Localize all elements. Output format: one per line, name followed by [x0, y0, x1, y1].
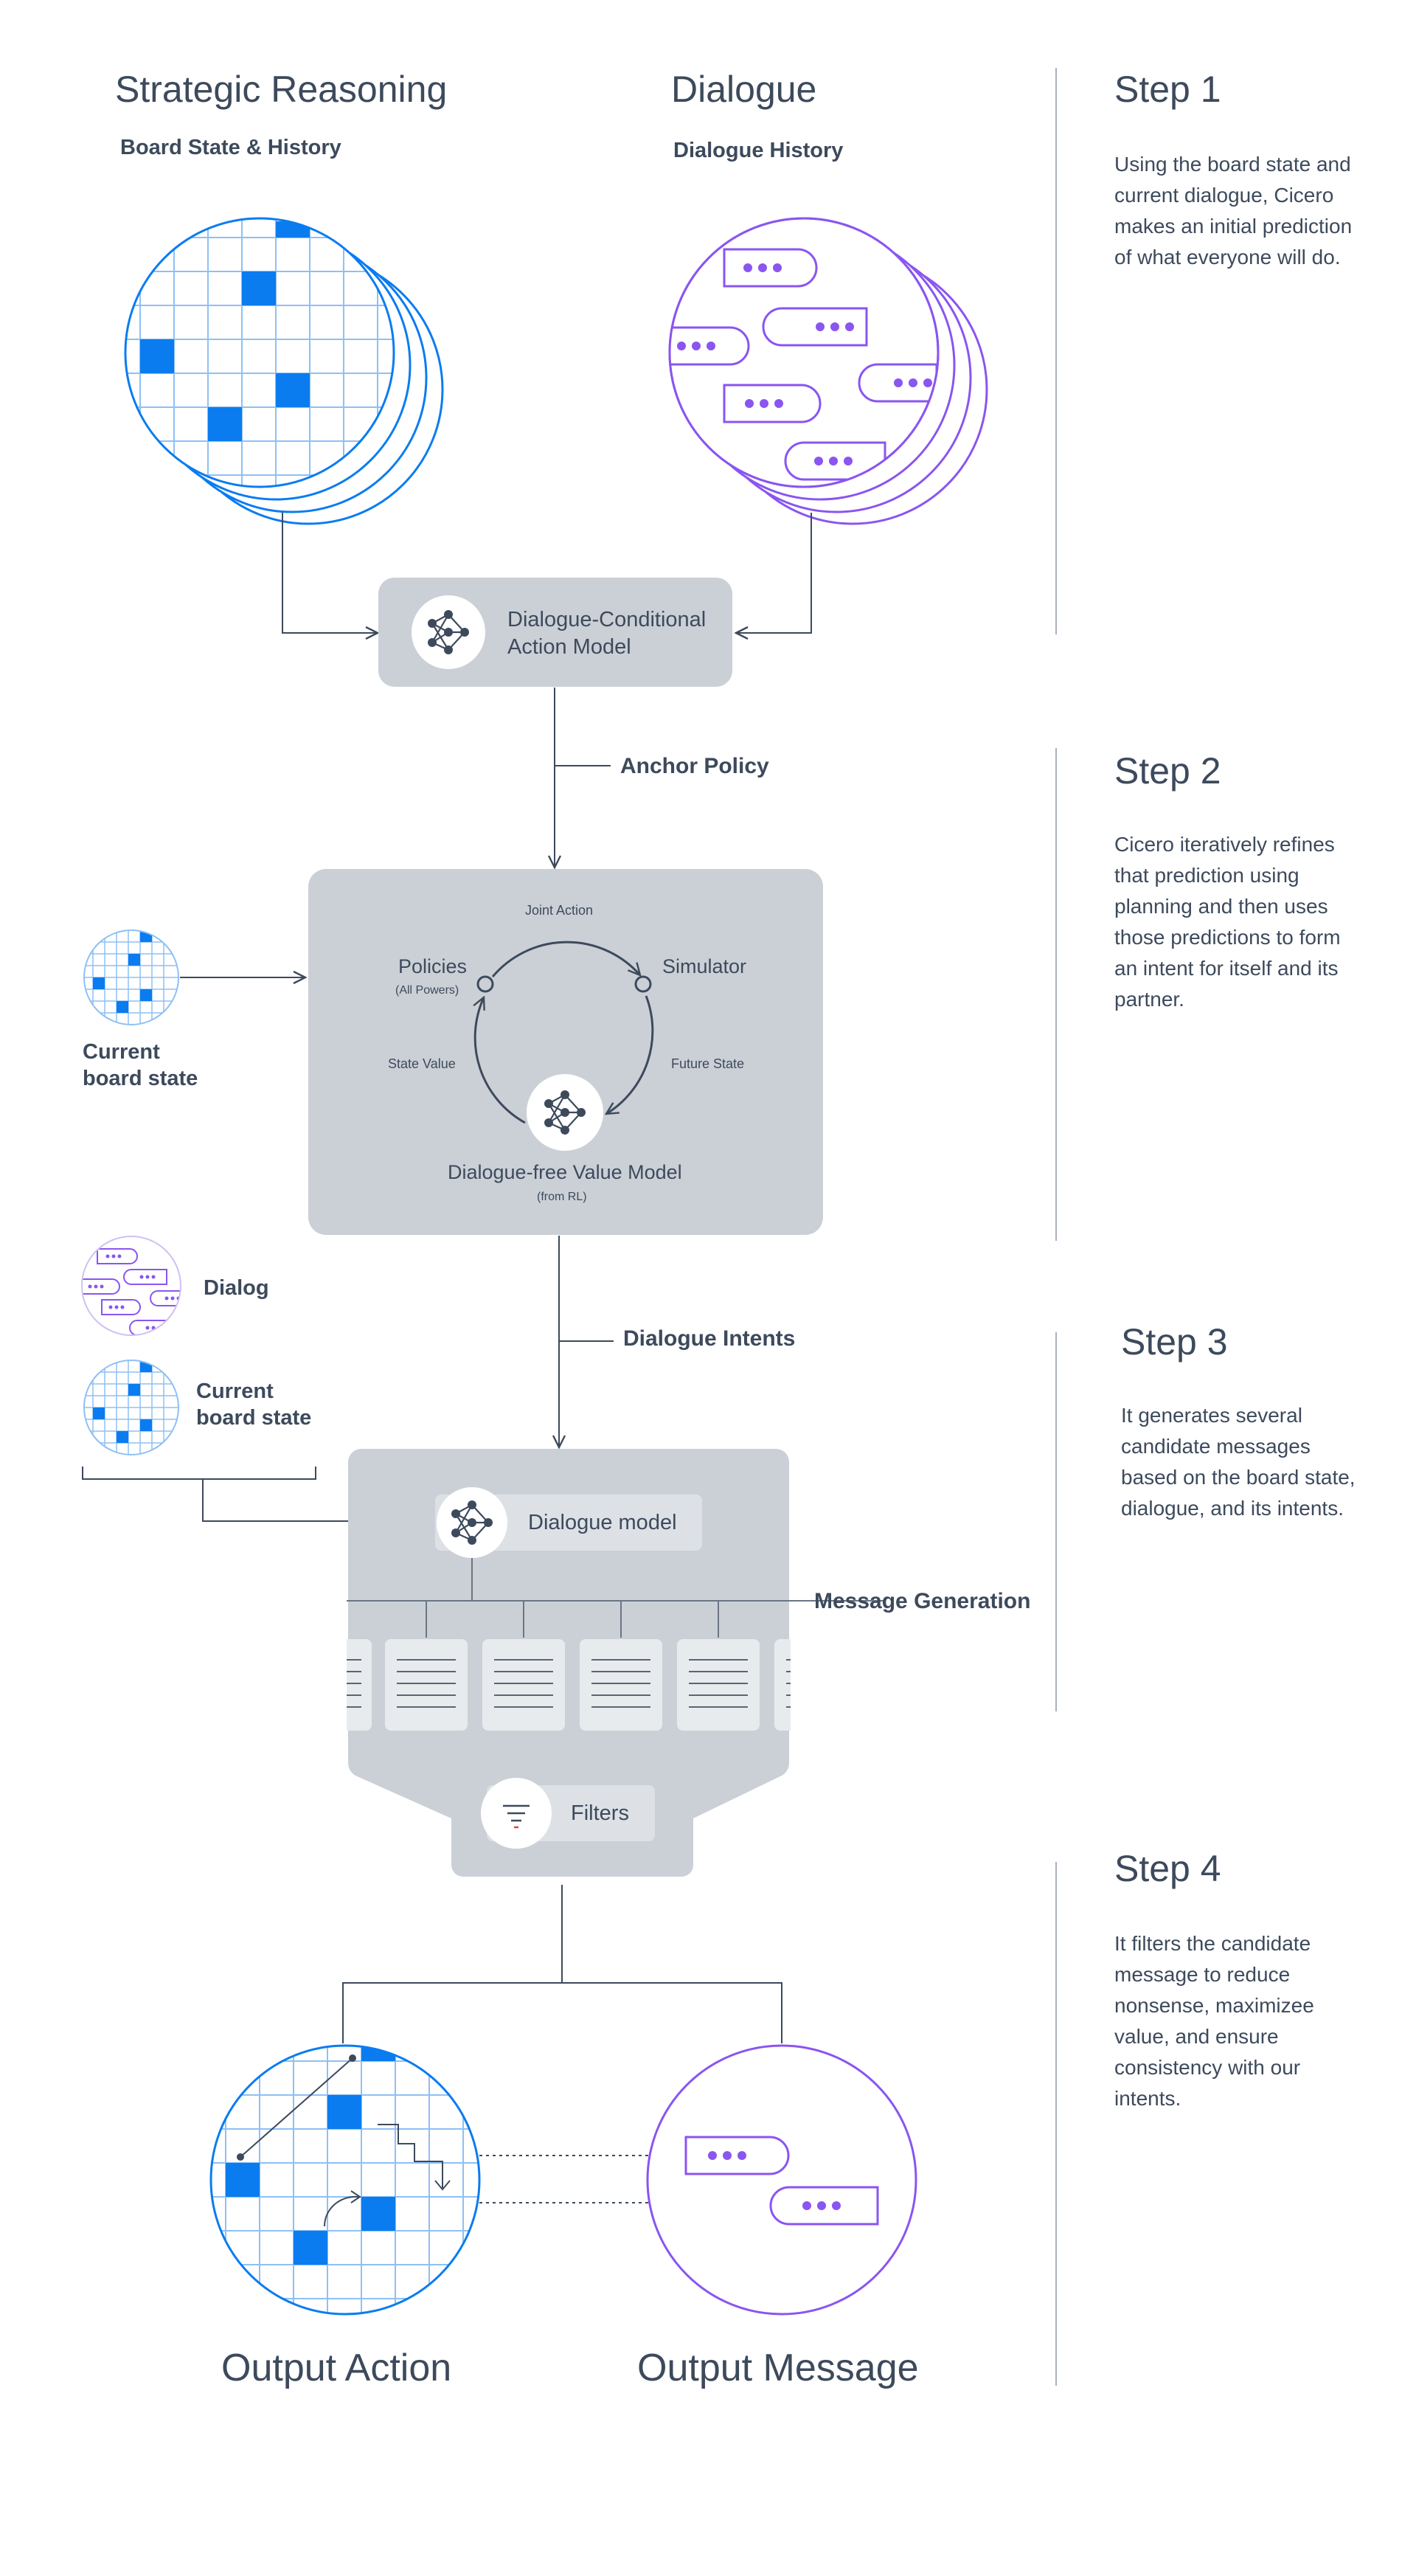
dialog-label: Dialog — [204, 1276, 269, 1300]
current-board-state-label-2: Current board state — [196, 1378, 311, 1431]
filter-icon — [503, 1804, 530, 1829]
step-2-title: Step 2 — [1114, 750, 1221, 792]
step-1-text: Using the board state and current dialog… — [1114, 153, 1353, 269]
action-model-line1: Dialogue-Conditional — [507, 608, 707, 631]
anchor-policy-label: Anchor Policy — [620, 754, 769, 778]
action-model-line2: Action Model — [507, 635, 631, 659]
step-divider — [1055, 1332, 1057, 1711]
step-divider — [1055, 68, 1057, 634]
dialog-icon — [81, 1236, 181, 1336]
output-message-icon — [646, 2044, 917, 2316]
dialogue-history-label: Dialogue History — [673, 139, 844, 162]
strategic-reasoning-title: Strategic Reasoning — [115, 69, 448, 110]
output-action-label: Output Action — [221, 2347, 452, 2389]
step-3-text: It generates several candidate messages … — [1121, 1404, 1356, 1520]
step-4-title: Step 4 — [1114, 1848, 1221, 1889]
message-generation-label: Message Generation — [814, 1589, 1031, 1613]
generator-funnel — [348, 1449, 789, 1877]
current-board-icon — [83, 929, 179, 1025]
current-board-state-line2: board state — [196, 1406, 312, 1430]
current-board-state-line1: Current — [83, 1040, 160, 1064]
current-board-icon — [83, 1360, 179, 1455]
output-board-icon — [209, 2044, 481, 2316]
step-4-text: It filters the candidate message to redu… — [1114, 1932, 1314, 2110]
neural-network-icon — [451, 1500, 493, 1545]
future-state-label: Future State — [671, 1056, 745, 1071]
state-value-label: State Value — [388, 1056, 456, 1071]
all-powers-label: (All Powers) — [395, 984, 459, 997]
from-rl-label: (from RL) — [537, 1191, 587, 1203]
action-model-label: Dialogue-Conditional Action Model — [507, 606, 706, 661]
dialogue-history-icon — [668, 217, 988, 525]
simulator-label: Simulator — [662, 955, 747, 977]
neural-network-icon — [428, 610, 469, 654]
dialogue-intents-label: Dialogue Intents — [623, 1326, 796, 1351]
joint-action-label: Joint Action — [525, 903, 594, 918]
current-board-state-label: Current board state — [83, 1039, 198, 1092]
output-message-label: Output Message — [637, 2347, 919, 2389]
neural-network-icon — [544, 1090, 586, 1135]
step-divider — [1055, 748, 1057, 1241]
current-board-state-line2: board state — [83, 1067, 198, 1090]
current-board-state-line1: Current — [196, 1379, 274, 1403]
step-3-title: Step 3 — [1121, 1321, 1228, 1363]
dialogue-model-label: Dialogue model — [528, 1511, 677, 1534]
board-state-history-label: Board State & History — [120, 136, 341, 159]
step-divider — [1055, 1862, 1057, 2386]
filters-label: Filters — [571, 1801, 629, 1825]
dialogue-title: Dialogue — [671, 69, 817, 110]
value-model-label: Dialogue-free Value Model — [448, 1161, 682, 1183]
board-history-icon — [124, 217, 444, 525]
step-1-title: Step 1 — [1114, 69, 1221, 110]
policies-label: Policies — [398, 955, 468, 977]
candidate-messages — [347, 1639, 791, 1731]
planning-box — [308, 869, 823, 1235]
step-2-text: Cicero iteratively refines that predicti… — [1114, 833, 1341, 1011]
